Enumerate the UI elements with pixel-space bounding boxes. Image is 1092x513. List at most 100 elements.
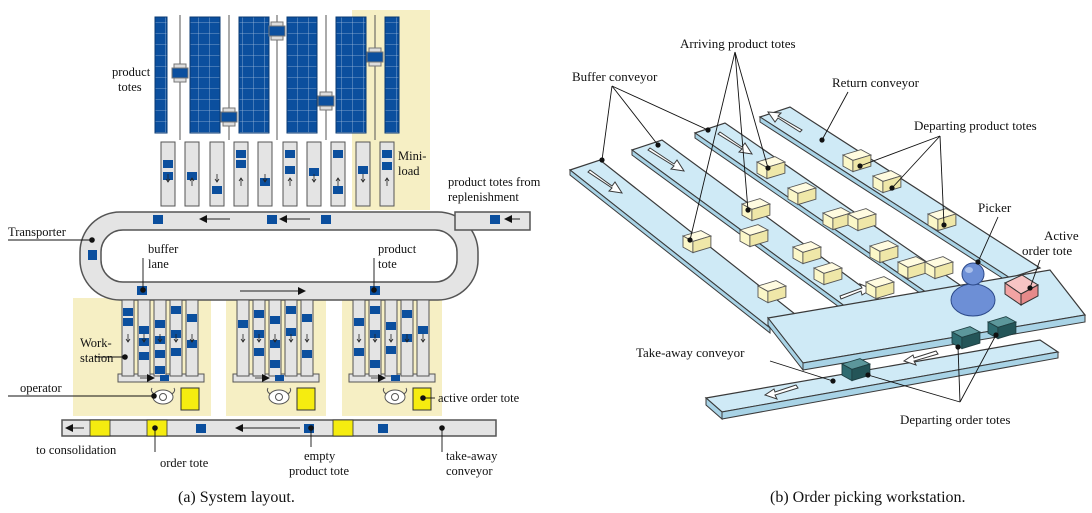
rack: [154, 16, 168, 134]
right-dots: [599, 127, 1033, 384]
ws-tote: [286, 306, 296, 314]
ws-lane-arrow: [125, 334, 131, 343]
ws-tote: [402, 310, 412, 318]
ws-tote: [160, 375, 169, 381]
lane-tote: [309, 168, 319, 176]
ws-tote: [254, 348, 264, 356]
product-tote-front: [751, 203, 771, 222]
operator-icon: [382, 387, 408, 405]
ws-tote: [270, 316, 280, 324]
lane-tote: [236, 160, 246, 168]
ws-tote: [386, 346, 396, 354]
ws-tote: [187, 340, 197, 348]
rack: [335, 16, 367, 134]
ws-tote: [386, 322, 396, 330]
lane-tote: [333, 186, 343, 194]
ws-lane-arrow: [272, 334, 278, 343]
rack: [189, 16, 221, 134]
caption-left: (a) System layout.: [178, 489, 295, 506]
ws-tote: [370, 360, 380, 368]
product-tote-front: [879, 245, 899, 264]
ws-tote: [370, 306, 380, 314]
label-transporter: Transporter: [8, 225, 67, 239]
ws-tote: [354, 318, 364, 326]
active-order-tote-2: [296, 387, 316, 411]
product-totes-3d: [681, 149, 958, 304]
rack: [384, 16, 400, 134]
ws-tote: [286, 328, 296, 336]
lane-arrow: [189, 177, 195, 186]
ws-lane-arrow: [240, 334, 246, 343]
ws-tote: [238, 320, 248, 328]
lane-tote: [187, 172, 197, 180]
rack: [238, 16, 270, 134]
label-return-conveyor: Return conveyor: [832, 75, 920, 90]
rack: [286, 16, 318, 134]
ws-tote: [418, 326, 428, 334]
product-tote-front: [875, 281, 895, 300]
product-tote-front: [749, 229, 769, 248]
product-tote-front: [767, 285, 787, 304]
ws-lane-arrow: [189, 334, 195, 343]
label-departing-product-totes: Departing product totes: [914, 118, 1037, 133]
lane-arrow: [165, 174, 171, 183]
ws-lane-arrow: [157, 334, 163, 343]
caption-right: (b) Order picking workstation.: [770, 489, 966, 506]
lane-arrow: [335, 177, 341, 186]
ws-lane-arrow: [356, 334, 362, 343]
lane-tote: [236, 150, 246, 158]
rack-shuttles: [171, 21, 384, 127]
left-leaders: [8, 239, 443, 452]
transporter-arrows: [199, 215, 520, 295]
ws-tote: [275, 375, 284, 381]
lane-tote: [285, 150, 295, 158]
ws-tote: [391, 375, 400, 381]
product-tote-front: [852, 154, 872, 173]
product-tote-front: [797, 187, 817, 206]
ws-lane-arrow: [288, 334, 294, 343]
product-tote-front: [882, 175, 902, 194]
operator-icon: [266, 387, 292, 405]
lane-tote: [333, 150, 343, 158]
ws-tote: [155, 320, 165, 328]
lane-arrow: [262, 174, 268, 183]
lane-tote: [382, 162, 392, 170]
ws-lane-arrow: [141, 334, 147, 343]
ws-lane-arrow: [256, 334, 262, 343]
product-tote-front: [692, 235, 712, 254]
storage-racks: [154, 16, 400, 134]
ws-tote: [139, 352, 149, 360]
ws-lane-arrow: [388, 334, 394, 343]
active-order-tote-1: [180, 387, 200, 411]
order-tote-front: [961, 331, 981, 350]
workstation-diagram: Arriving product totes Buffer conveyor R…: [568, 36, 1087, 506]
conveyor-arrows: [587, 111, 939, 400]
label-active-order-tote: active order tote: [438, 391, 520, 405]
ws-tote: [171, 306, 181, 314]
lane-tote: [382, 150, 392, 158]
take-away-totes: [89, 419, 388, 437]
picker-icon: [950, 262, 996, 317]
label-picker: Picker: [978, 200, 1012, 215]
lane-arrow: [384, 177, 390, 186]
label-operator: operator: [20, 381, 62, 395]
ws-tote: [155, 350, 165, 358]
operator-icon: [150, 387, 176, 405]
label-mini-load: Mini-load: [398, 149, 426, 178]
label-take-away-conveyor: Take-away conveyor: [636, 345, 745, 360]
label-buffer-conveyor: Buffer conveyor: [572, 69, 658, 84]
ws-tote: [270, 340, 280, 348]
ws-lane-arrow: [404, 334, 410, 343]
transporter-inner: [100, 229, 458, 283]
label-to-consolidation: to consolidation: [36, 443, 117, 457]
ws-lane-arrow: [420, 334, 426, 343]
ws-tote: [139, 326, 149, 334]
